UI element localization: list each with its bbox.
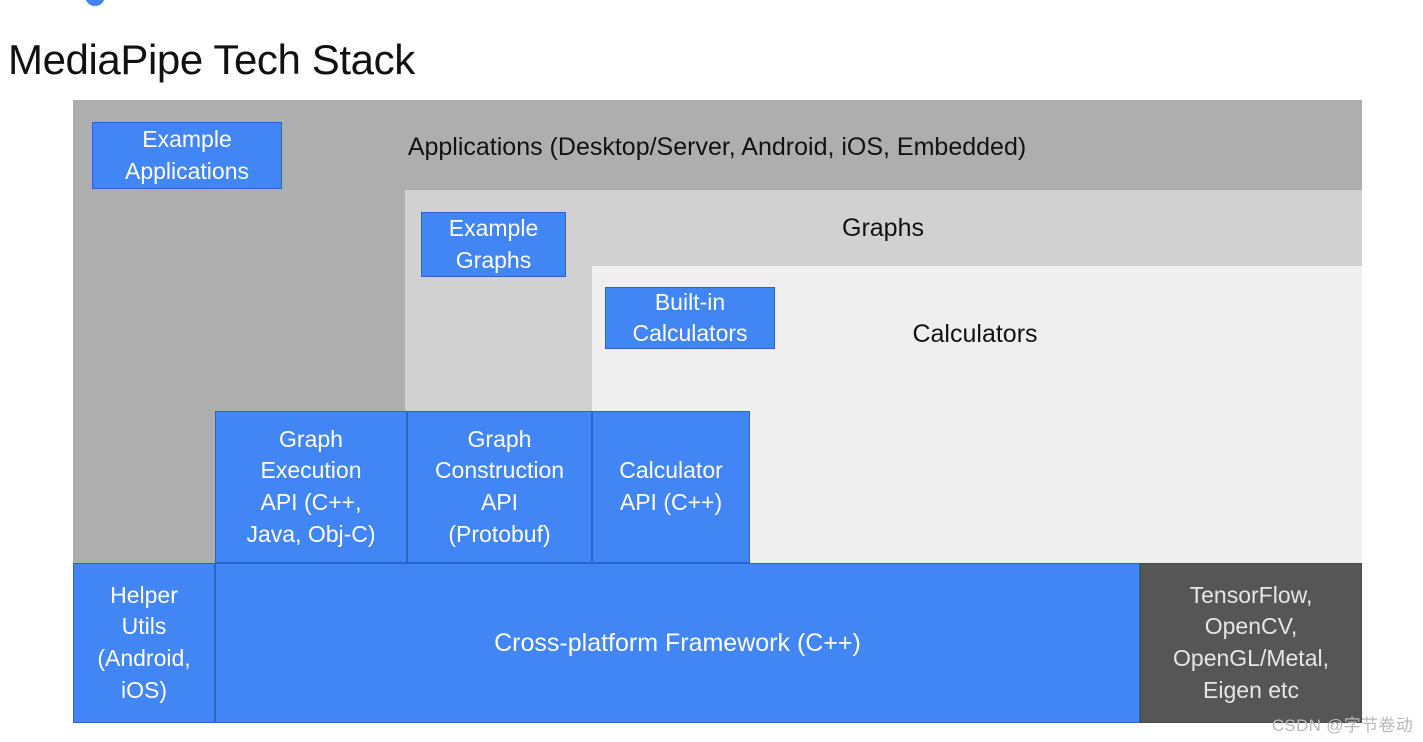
foundation-box-helper-utils[interactable]: Helper Utils (Android, iOS)	[73, 563, 215, 723]
api-box-graph-execution[interactable]: Graph Execution API (C++, Java, Obj-C)	[215, 411, 407, 563]
chip-example-graphs[interactable]: Example Graphs	[421, 212, 566, 277]
chip-builtin-calculators[interactable]: Built-in Calculators	[605, 287, 775, 349]
mediapipe-dot-icon	[85, 0, 105, 6]
layer-calculators-caption: Calculators	[912, 320, 1038, 348]
api-box-calculator[interactable]: Calculator API (C++)	[592, 411, 750, 563]
layer-applications-caption: Applications (Desktop/Server, Android, i…	[407, 133, 1027, 161]
foundation-box-third-party-libraries[interactable]: TensorFlow, OpenCV, OpenGL/Metal, Eigen …	[1140, 563, 1362, 723]
watermark: CSDN @字节卷动	[1271, 716, 1413, 735]
page-title: MediaPipe Tech Stack	[8, 36, 415, 84]
layer-graphs-caption: Graphs	[842, 214, 924, 242]
foundation-box-cross-platform-framework[interactable]: Cross-platform Framework (C++)	[215, 563, 1140, 723]
chip-example-applications[interactable]: Example Applications	[92, 122, 282, 189]
api-box-graph-construction[interactable]: Graph Construction API (Protobuf)	[407, 411, 592, 563]
